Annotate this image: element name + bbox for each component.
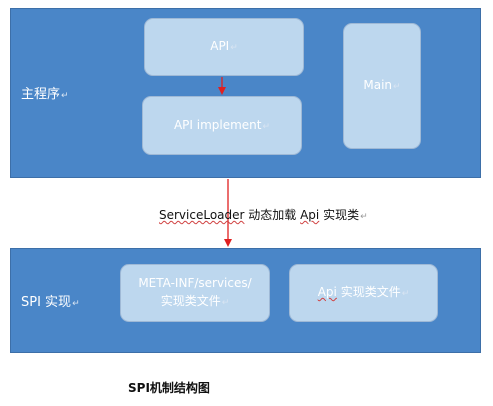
serviceloader-api: Api bbox=[300, 208, 320, 222]
api-impl-file-box: Api 实现类文件↵ bbox=[289, 264, 438, 322]
return-mark: ↵ bbox=[221, 298, 230, 308]
return-mark: ↵ bbox=[72, 299, 80, 309]
main-box: Main↵ bbox=[343, 23, 421, 149]
main-program-label: 主程序↵ bbox=[21, 87, 69, 102]
main-label: Main bbox=[363, 78, 393, 92]
api-impl-file-suffix: 实现类文件 bbox=[336, 285, 401, 299]
api-box: API↵ bbox=[144, 18, 304, 76]
return-mark: ↵ bbox=[360, 212, 368, 222]
return-mark: ↵ bbox=[393, 82, 401, 92]
api-implement-box: API implement↵ bbox=[142, 96, 302, 155]
api-implement-label: API implement bbox=[173, 117, 262, 132]
services-file-label: META-INF/services/ 实现类文件 bbox=[138, 276, 252, 308]
return-mark: ↵ bbox=[262, 121, 271, 132]
serviceloader-label: ServiceLoader 动态加载 Api 实现类↵ bbox=[159, 206, 368, 223]
api-label: API bbox=[210, 39, 230, 53]
return-mark: ↵ bbox=[401, 289, 410, 299]
api-impl-file-api: Api bbox=[317, 285, 337, 299]
services-file-box: META-INF/services/ 实现类文件↵ bbox=[120, 264, 270, 322]
return-mark: ↵ bbox=[230, 43, 238, 53]
diagram-title: SPI机制结构图 bbox=[128, 381, 210, 395]
serviceloader-name: ServiceLoader bbox=[159, 208, 245, 222]
serviceloader-middle: 动态加载 bbox=[244, 208, 301, 222]
spi-label: SPI 实现↵ bbox=[21, 295, 80, 310]
return-mark: ↵ bbox=[61, 91, 69, 101]
serviceloader-suffix: 实现类 bbox=[319, 208, 360, 222]
